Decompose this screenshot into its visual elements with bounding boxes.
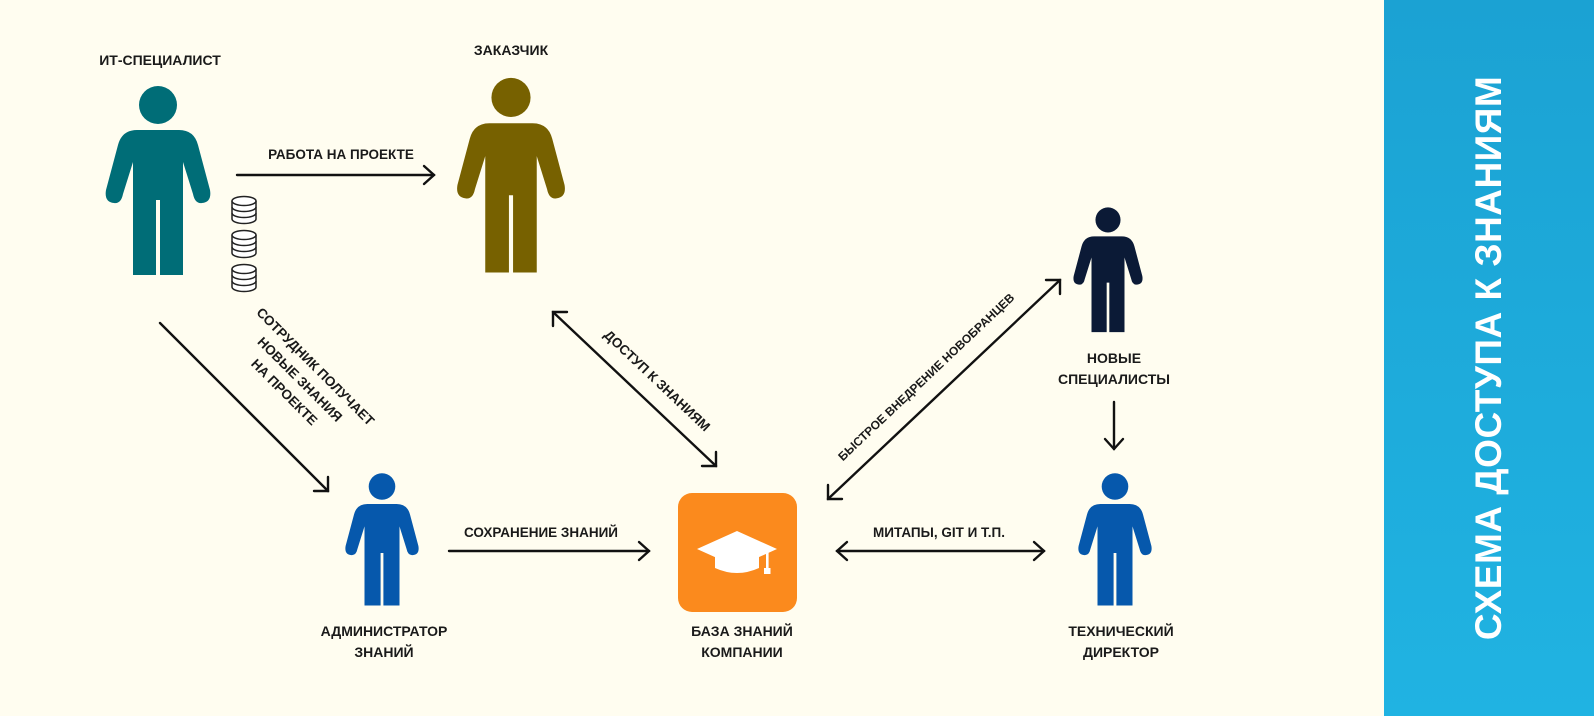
customer-node: ЗАКАЗЧИК [457, 42, 565, 273]
knowledge-base-label-line1: БАЗА ЗНАНИЙ [691, 622, 793, 639]
tech-director-label-line2: ДИРЕКТОР [1083, 644, 1159, 660]
database-stack [231, 195, 257, 293]
database-icon [231, 263, 257, 293]
knowledge-admin-label-line1: АДМИНИСТРАТОР [321, 623, 448, 639]
knowledge-admin-icon [345, 473, 419, 606]
knowledge-admin-node: АДМИНИСТРАТОР ЗНАНИЙ [321, 473, 448, 660]
knowledge-base-node: БАЗА ЗНАНИЙ КОМПАНИИ [678, 493, 797, 660]
edge-employee-gets-knowledge: СОТРУДНИК ПОЛУЧАЕТ НОВЫЕ ЗНАНИЯ НА ПРОЕК… [158, 305, 378, 493]
tech-director-icon [1078, 473, 1152, 606]
edge-knowledge-saving-label: СОХРАНЕНИЕ ЗНАНИЙ [464, 525, 618, 540]
graduation-cap-icon [697, 531, 777, 574]
edge-meetups: МИТАПЫ, GIT И Т.П. [835, 525, 1046, 562]
edge-fast-onboarding: БЫСТРОЕ ВНЕДРЕНИЕ НОВОБРАНЦЕВ [826, 278, 1062, 501]
knowledge-admin-label-line2: ЗНАНИЙ [354, 643, 413, 660]
edge-new-to-director [1103, 400, 1125, 451]
customer-icon [457, 77, 565, 273]
new-specialists-label-line2: СПЕЦИАЛИСТЫ [1058, 371, 1170, 387]
edge-project-work-label: РАБОТА НА ПРОЕКТЕ [268, 147, 414, 162]
edge-fast-onboarding-label: БЫСТРОЕ ВНЕДРЕНИЕ НОВОБРАНЦЕВ [835, 290, 1017, 463]
knowledge-access-diagram: ИТ-СПЕЦИАЛИСТ ЗАКАЗЧИК НОВЫЕ СПЕЦИАЛИСТЫ… [99, 42, 1174, 660]
edge-project-work: РАБОТА НА ПРОЕКТЕ [235, 147, 436, 186]
knowledge-base-label-line2: КОМПАНИИ [701, 644, 783, 660]
it-specialist-label: ИТ-СПЕЦИАЛИСТ [99, 52, 221, 68]
edge-knowledge-saving: СОХРАНЕНИЕ ЗНАНИЙ [447, 525, 651, 562]
sidebar-title: СХЕМА ДОСТУПА К ЗНАНИЯМ [1468, 75, 1509, 641]
new-specialists-node: НОВЫЕ СПЕЦИАЛИСТЫ [1058, 207, 1170, 387]
tech-director-node: ТЕХНИЧЕСКИЙ ДИРЕКТОР [1068, 473, 1174, 660]
new-specialists-label-line1: НОВЫЕ [1087, 350, 1141, 366]
customer-label: ЗАКАЗЧИК [474, 42, 549, 58]
edge-knowledge-access: ДОСТУП К ЗНАНИЯМ [551, 310, 718, 468]
title-sidebar: СХЕМА ДОСТУПА К ЗНАНИЯМ [1384, 0, 1594, 716]
new-specialists-icon [1073, 207, 1143, 333]
edge-meetups-label: МИТАПЫ, GIT И Т.П. [873, 525, 1005, 540]
it-specialist-icon [105, 86, 211, 275]
database-icon [231, 195, 257, 225]
database-icon [231, 229, 257, 259]
edge-employee-gets-label-line1: СОТРУДНИК ПОЛУЧАЕТ [253, 305, 377, 429]
it-specialist-node: ИТ-СПЕЦИАЛИСТ [99, 52, 257, 293]
tech-director-label-line1: ТЕХНИЧЕСКИЙ [1068, 622, 1173, 639]
edge-knowledge-access-label: ДОСТУП К ЗНАНИЯМ [601, 327, 713, 434]
